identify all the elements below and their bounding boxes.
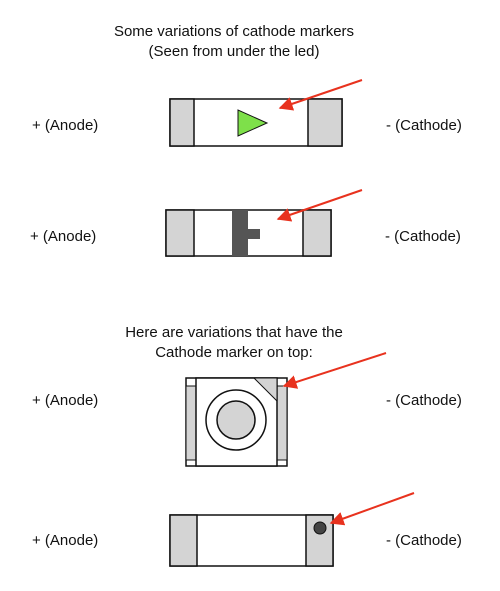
led-variant-bar: + (Anode) - (Cathode): [30, 189, 461, 257]
led-variant-plcc-corner: + (Anode) - (Cathode): [32, 352, 462, 467]
anode-pad: [169, 514, 198, 567]
bar-tab-icon: [248, 229, 260, 239]
triangle-icon: [237, 109, 269, 137]
anode-label: + (Anode): [30, 228, 96, 245]
led-variant-dot: + (Anode) - (Cathode): [32, 492, 462, 567]
arrow-icon: [278, 79, 363, 111]
heading-mid-line2: Cathode marker on top:: [155, 344, 313, 361]
cathode-pad: [302, 209, 332, 257]
led-variant-triangle: + (Anode) - (Cathode): [32, 79, 462, 147]
cathode-label: - (Cathode): [386, 117, 462, 134]
heading-top-line2: (Seen from under the led): [149, 43, 320, 60]
anode-label: + (Anode): [32, 117, 98, 134]
dot-icon: [313, 521, 327, 535]
arrow-icon: [329, 492, 415, 526]
corner-notch-icon: [252, 377, 278, 403]
cathode-pad: [276, 385, 288, 461]
cathode-label: - (Cathode): [386, 392, 462, 409]
cathode-pad: [307, 98, 343, 147]
bar-icon: [232, 210, 248, 256]
anode-pad: [165, 209, 195, 257]
anode-pad: [185, 385, 197, 461]
anode-pad: [169, 98, 195, 147]
lens-icon: [216, 400, 256, 440]
arrow-icon: [282, 352, 387, 389]
arrow-icon: [276, 189, 363, 222]
anode-label: + (Anode): [32, 532, 98, 549]
heading-mid-line1: Here are variations that have the: [125, 324, 343, 341]
cathode-label: - (Cathode): [385, 228, 461, 245]
heading-top-line1: Some variations of cathode markers: [114, 23, 354, 40]
cathode-label: - (Cathode): [386, 532, 462, 549]
anode-label: + (Anode): [32, 392, 98, 409]
